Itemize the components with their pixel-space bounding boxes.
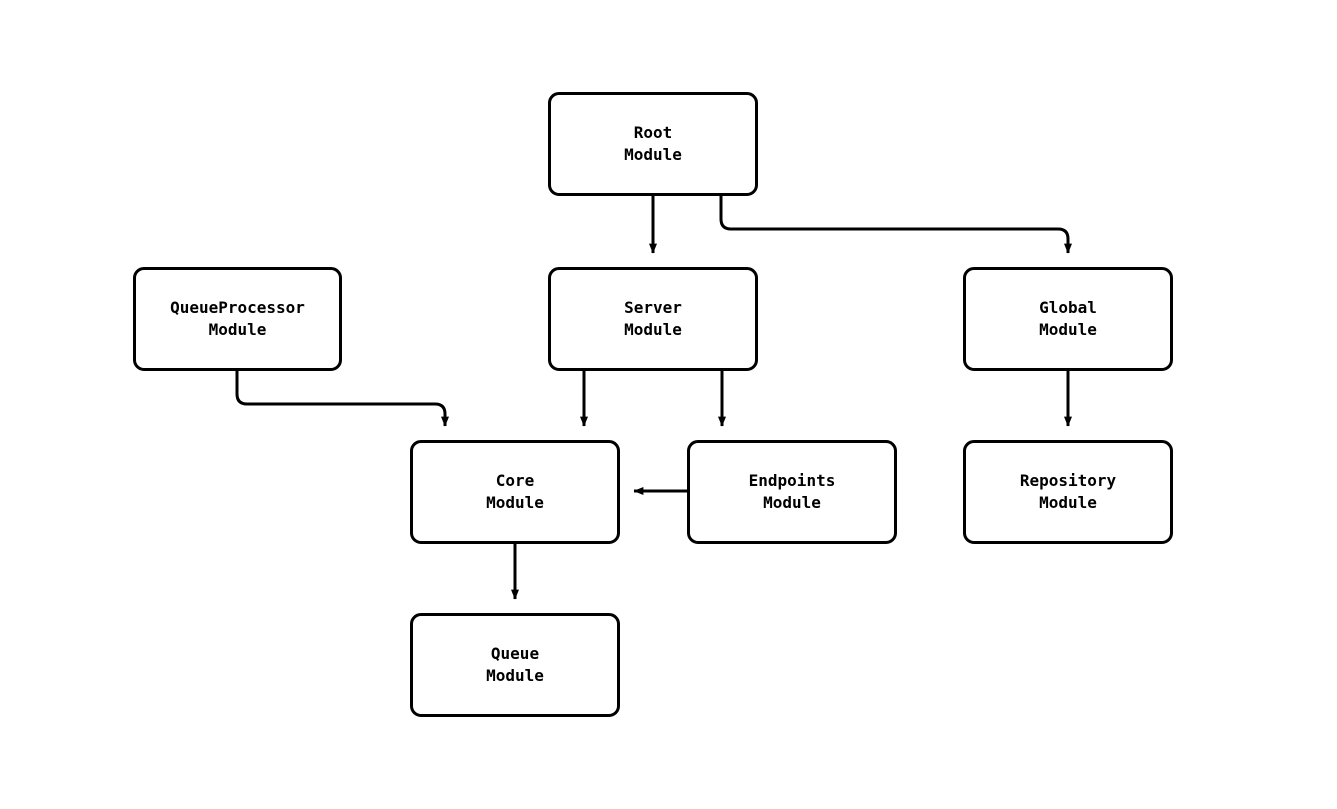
node-root-module[interactable]: Root Module [548,92,758,196]
node-queueprocessor-module-name: QueueProcessor [170,298,305,317]
node-repository-module-name: Repository [1019,471,1117,490]
edge-root-to-global [719,196,1072,254]
node-endpoints-module[interactable]: Endpoints Module [687,440,897,544]
node-queue-module[interactable]: Queue Module [410,613,620,717]
node-repository-module-suffix: Module [1039,493,1097,512]
node-global-module[interactable]: Global Module [963,267,1173,371]
node-global-module-suffix: Module [1039,320,1097,339]
node-repository-module[interactable]: Repository Module [963,440,1173,544]
node-queue-module-name: Queue [490,644,540,663]
edge-queueprocessor-to-core [235,371,449,427]
node-core-module-suffix: Module [486,493,544,512]
node-queue-module-suffix: Module [486,666,544,685]
node-server-module-suffix: Module [624,320,682,339]
node-global-module-name: Global [1039,298,1097,317]
node-core-module[interactable]: Core Module [410,440,620,544]
node-core-module-name: Core [495,471,535,490]
node-endpoints-module-suffix: Module [763,493,821,512]
node-root-module-suffix: Module [624,145,682,164]
node-endpoints-module-name: Endpoints [748,471,836,490]
node-queueprocessor-module-suffix: Module [208,320,267,339]
node-server-module-name: Server [624,298,682,317]
node-server-module[interactable]: Server Module [548,267,758,371]
node-root-module-name: Root [633,123,673,142]
node-queueprocessor-module[interactable]: QueueProcessor Module [133,267,342,371]
